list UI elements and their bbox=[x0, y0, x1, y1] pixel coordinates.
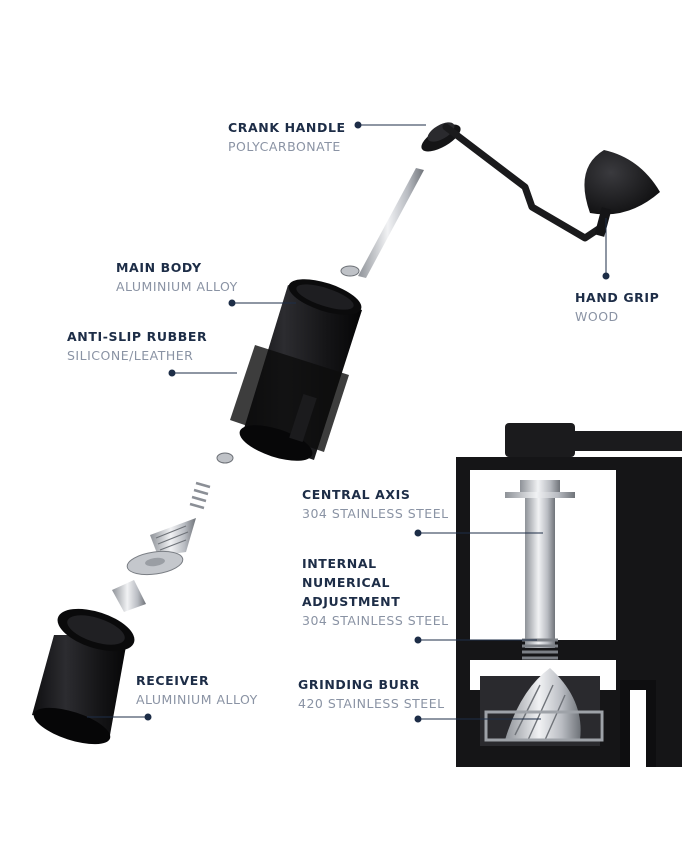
callout-title: ANTI-SLIP RUBBER bbox=[67, 329, 208, 344]
callout-receiver: RECEIVER ALUMINIUM ALLOY bbox=[136, 671, 258, 709]
leader-lines bbox=[87, 121, 610, 723]
small-washer bbox=[340, 265, 360, 277]
callout-material: WOOD bbox=[575, 309, 619, 324]
burr-plate bbox=[126, 550, 184, 576]
callout-title-line: NUMERICAL bbox=[302, 575, 391, 590]
callout-material: 304 STAINLESS STEEL bbox=[302, 613, 449, 628]
grinding-burr-part bbox=[150, 518, 196, 556]
callout-internal-numerical-adjustment: INTERNAL NUMERICAL ADJUSTMENT 304 STAINL… bbox=[302, 554, 449, 630]
callout-anti-slip-rubber: ANTI-SLIP RUBBER SILICONE/LEATHER bbox=[67, 327, 207, 365]
callout-grinding-burr: GRINDING BURR 420 STAINLESS STEEL bbox=[298, 675, 445, 713]
callout-material: 420 STAINLESS STEEL bbox=[298, 696, 445, 711]
callout-material: SILICONE/LEATHER bbox=[67, 348, 194, 363]
hand-grip-knob bbox=[584, 150, 660, 237]
burr-nut bbox=[112, 580, 146, 612]
callout-material: 304 STAINLESS STEEL bbox=[302, 506, 449, 521]
crank-handle-part bbox=[421, 122, 604, 242]
callout-main-body: MAIN BODY ALUMINIUM ALLOY bbox=[116, 258, 238, 296]
callout-title: CENTRAL AXIS bbox=[302, 487, 411, 502]
callout-material: POLYCARBONATE bbox=[228, 139, 341, 154]
callout-material: ALUMINIUM ALLOY bbox=[136, 692, 258, 707]
callout-title: HAND GRIP bbox=[575, 290, 660, 305]
callout-central-axis: CENTRAL AXIS 304 STAINLESS STEEL bbox=[302, 485, 449, 523]
main-body-part bbox=[230, 279, 362, 461]
callout-title-line: ADJUSTMENT bbox=[302, 594, 401, 609]
receiver-part bbox=[32, 608, 135, 745]
central-axis-rod bbox=[358, 168, 424, 278]
callout-title: CRANK HANDLE bbox=[228, 120, 346, 135]
callout-title: GRINDING BURR bbox=[298, 677, 420, 692]
callout-title: MAIN BODY bbox=[116, 260, 202, 275]
callout-crank-handle: CRANK HANDLE POLYCARBONATE bbox=[228, 118, 346, 156]
callout-title: RECEIVER bbox=[136, 673, 210, 688]
callout-hand-grip: HAND GRIP WOOD bbox=[575, 288, 659, 326]
cross-section-view bbox=[456, 423, 682, 767]
callout-title-line: INTERNAL bbox=[302, 556, 377, 571]
spring-and-washers bbox=[189, 452, 234, 510]
callout-material: ALUMINIUM ALLOY bbox=[116, 279, 238, 294]
